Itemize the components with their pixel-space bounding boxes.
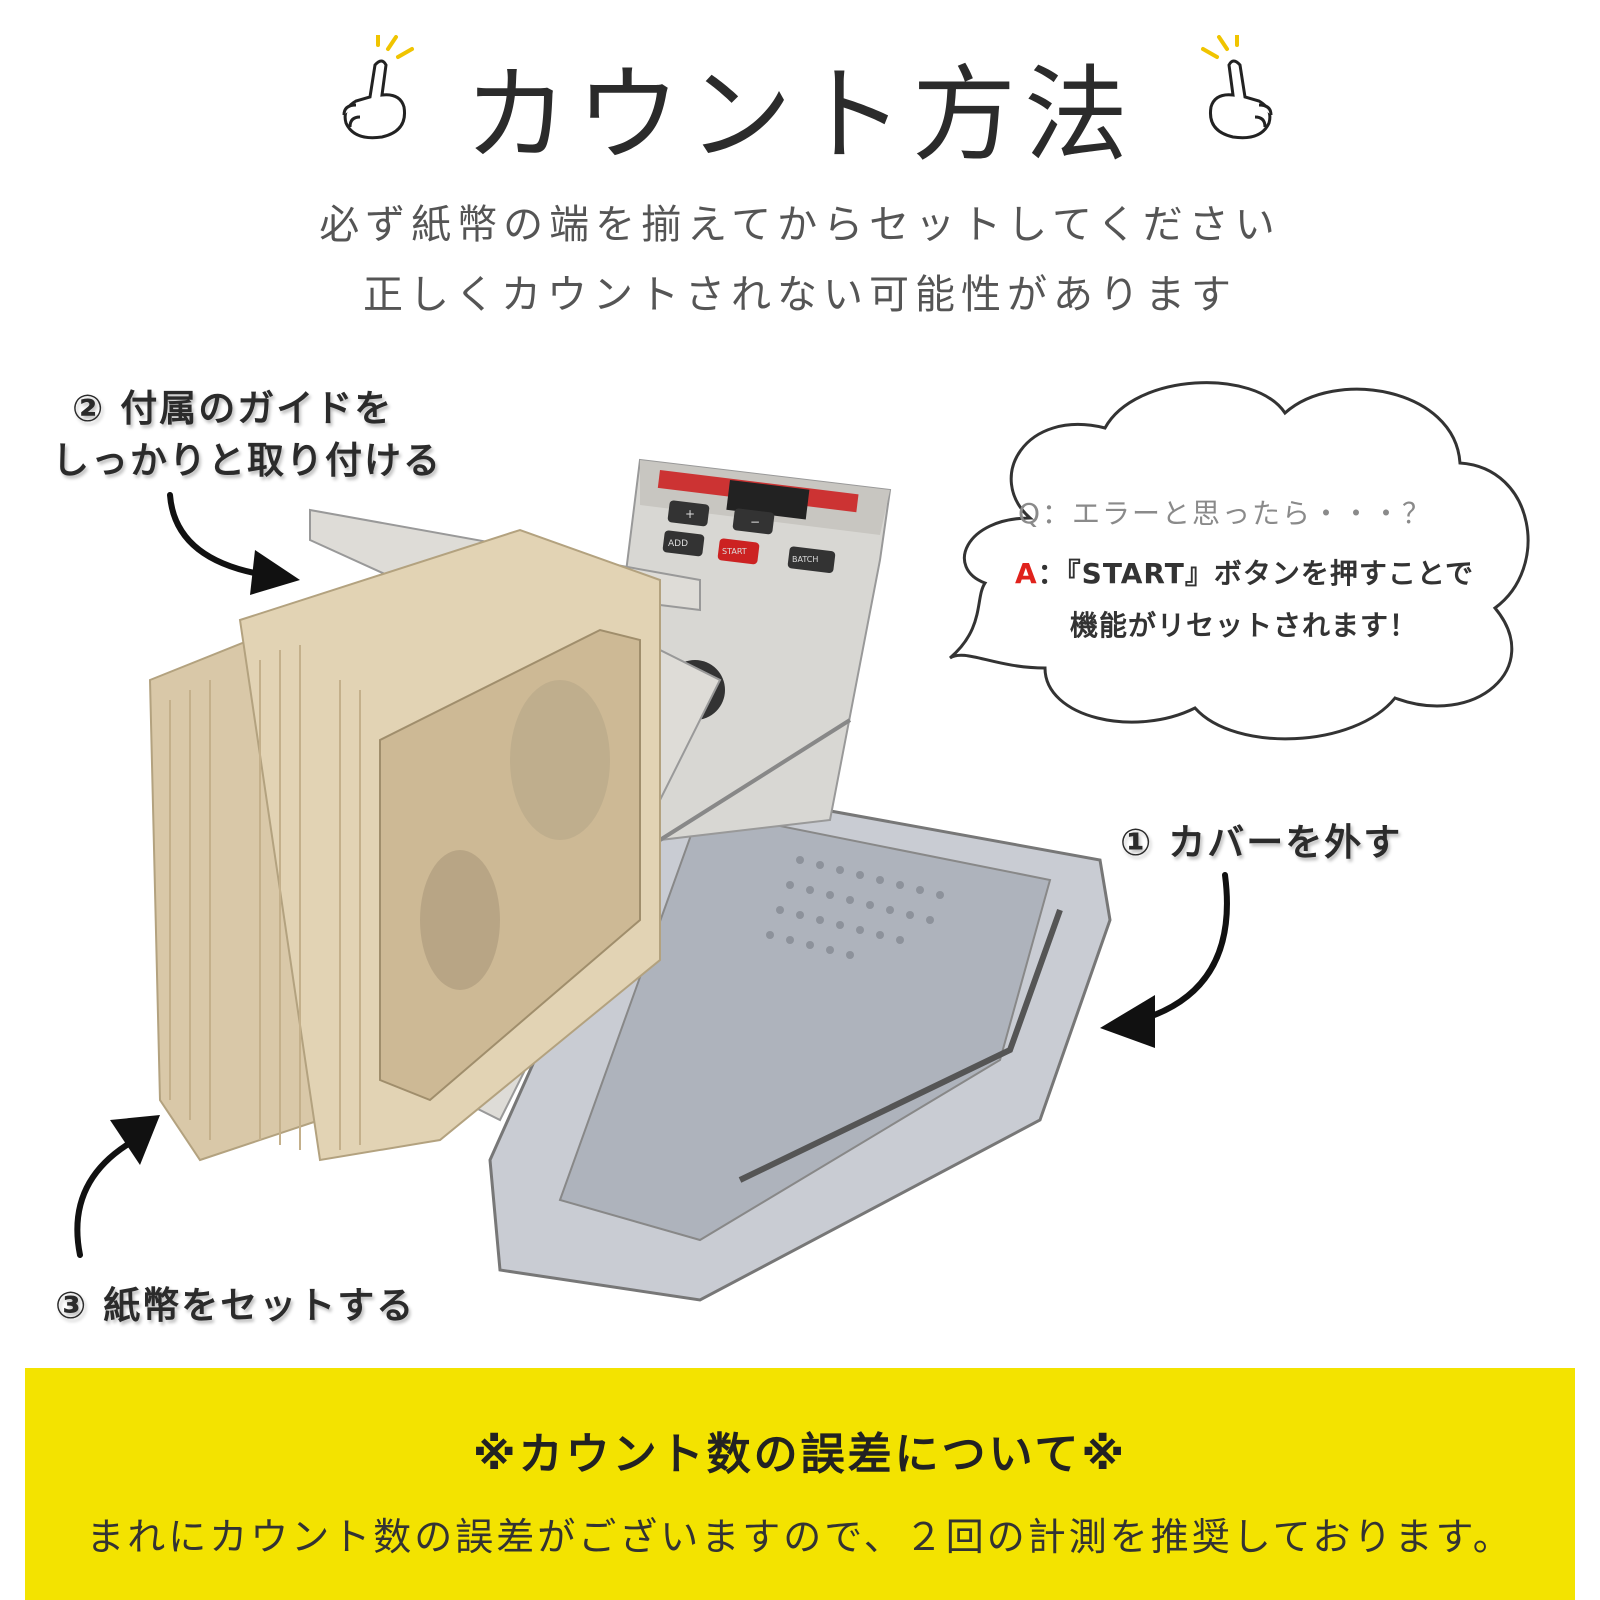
arrow-icon-step1 (1100, 872, 1230, 1048)
faq-answer-line1: A：『START』ボタンを押すことで (1015, 552, 1474, 592)
notice-text: まれにカウント数の誤差がございますので、２回の計測を推奨しております。 (86, 1515, 1514, 1559)
batch-key-label: BATCH (792, 555, 818, 564)
start-key-label: START (722, 547, 747, 556)
arrow-icon-step2 (167, 492, 300, 595)
step1-label: ① カバーを外す (1120, 821, 1403, 864)
step2-label-line2: しっかりと取り付ける (52, 439, 442, 482)
plus-key-label: + (685, 507, 695, 521)
faq-question: Q：エラーと思ったら・・・？ (1018, 497, 1433, 530)
subtitle-line-1: 必ず紙幣の端を揃えてからセットしてください (319, 202, 1281, 248)
faq-answer-line2: 機能がリセットされます！ (1070, 609, 1419, 642)
pointing-hand-icon-left (342, 35, 414, 140)
arrow-icon-step3 (74, 1115, 160, 1258)
minus-key-label: − (750, 515, 760, 529)
step3-label: ③ 紙幣をセットする (55, 1284, 416, 1327)
step2-label-line1: ② 付属のガイドを (72, 387, 394, 430)
faq-answer-text: ：『START』ボタンを押すことで (1037, 557, 1474, 590)
page-title: カウント方法 (463, 54, 1136, 176)
notice-banner: ※カウント数の誤差について※ まれにカウント数の誤差がございますので、２回の計測… (25, 1368, 1575, 1600)
tray-vent-dots (766, 856, 944, 959)
banknote-stack (148, 528, 661, 1162)
pointing-hand-icon-right (1201, 35, 1273, 140)
speech-cloud (949, 381, 1530, 741)
money-counter-illustration: + − ADD START BATCH (148, 458, 1112, 1302)
faq-answer-prefix: A (1015, 557, 1038, 590)
subtitle-line-2: 正しくカウントされない可能性があります (363, 272, 1237, 318)
notice-title: ※カウント数の誤差について※ (472, 1429, 1128, 1480)
add-key-label: ADD (668, 539, 688, 549)
